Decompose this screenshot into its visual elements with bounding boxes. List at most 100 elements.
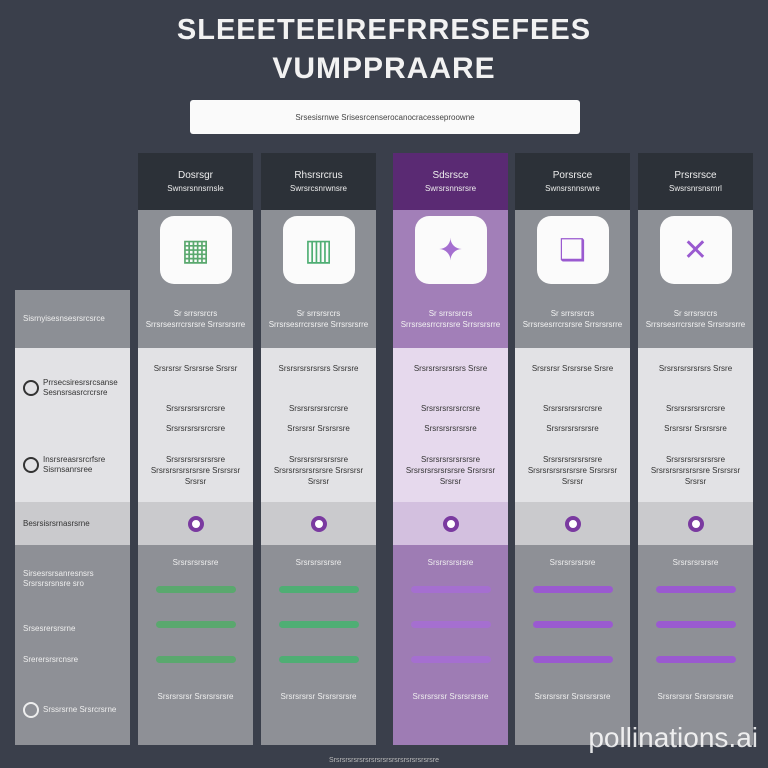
watermark: pollinations.ai — [588, 722, 758, 753]
row-label: Besrsisrsrnasrsrne — [15, 502, 130, 545]
rating-cell — [393, 502, 508, 545]
bar-caption: Srsrsrsrsrsre — [295, 558, 342, 567]
plan-subname: Swnsrsnnsrwre — [545, 183, 600, 193]
check-icon — [23, 380, 39, 396]
bar-caption: Srsrsrsrsrsre — [549, 558, 596, 567]
bar-caption: Srsrsrsrsrsre — [427, 558, 474, 567]
feature-cell: Srsrsrsrsrsrsrs Srsre — [393, 348, 508, 388]
level-bar — [655, 656, 736, 663]
summary-cell: Sr srrsrsrcrs Srrsrsesrrcrsrsre Srrsrsrs… — [393, 290, 508, 348]
feature-cell: Srsrsrsr Srsrsrsre — [261, 418, 376, 438]
level-bar — [532, 656, 613, 663]
plan-column: Sdsrsce Swrsrsnnsrsre ✦ Sr srrsrsrcrs Sr… — [393, 153, 508, 745]
row-label: Srerersrsrcnsre — [15, 645, 130, 675]
bar-caption: Srsrsrsrsrsre — [172, 558, 219, 567]
bars-cell: Srsrsrsrsrsre Srsrsrsrsr Srsrsrsrsre — [638, 545, 753, 745]
plan-column: Dosrsgr Swnsrsnnsrnsle ▦ Sr srrsrsrcrs S… — [138, 153, 253, 745]
icon-cell: ▦ — [138, 210, 253, 290]
bars-cell: Srsrsrsrsrsre Srsrsrsrsr Srsrsrsrsre — [138, 545, 253, 745]
footer-text: Srsrsrsrsrsrsrsrsrsrsrsrsrsrsrsrsrsre — [328, 757, 440, 764]
rating-cell — [638, 502, 753, 545]
level-bar — [278, 621, 359, 628]
plan-subname: Swsrsnrsnsrnrl — [669, 183, 722, 193]
settings-icon — [23, 702, 39, 718]
icon-cell: ✕ — [638, 210, 753, 290]
plan-column: Prsrsrsce Swsrsnrsnsrnrl ✕ Sr srrsrsrcrs… — [638, 153, 753, 745]
summary-cell: Sr srrsrsrcrs Srrsrsesrrcrsrsre Srrsrsrs… — [638, 290, 753, 348]
feature-cell: Srsrsrsrsrsrsrs Srsre — [638, 348, 753, 388]
plan-name: Dosrsgr — [177, 169, 213, 181]
plan-column: Porsrsce Swnsrsnnsrwre ❑ Sr srrsrsrcrs S… — [515, 153, 630, 745]
target-icon — [23, 457, 39, 473]
footer-cell-text: Srsrsrsrsr Srsrsrsrsre — [157, 692, 234, 701]
column-header: Porsrsce Swnsrsnnsrwre — [515, 153, 630, 210]
book-icon: ▥ — [282, 216, 355, 284]
radio-indicator[interactable] — [687, 515, 704, 532]
rating-cell — [515, 502, 630, 545]
level-bar — [155, 656, 236, 663]
feature-cell: Srsrsrsrsrsrsre — [515, 418, 630, 438]
row-label: Insrsreasrsrcrfsre Sisrnsanrsree — [15, 428, 130, 502]
plan-subname: Swrsrcsnrwnsre — [290, 183, 347, 193]
icon-cell: ▥ — [261, 210, 376, 290]
footer-cell-text: Srsrsrsrsr Srsrsrsrsre — [657, 692, 734, 701]
level-bar — [155, 586, 236, 593]
feature-cell: Srsrsrsrsrsrcrsre — [138, 418, 253, 438]
plan-name: Rhsrsrcrus — [294, 169, 343, 181]
footer-cell-text: Srsrsrsrsr Srsrsrsrsre — [280, 692, 357, 701]
feature-cell: Srsrsrsrsrsrsrsre Srsrsrsrsrsrsrsre Srsr… — [638, 438, 753, 502]
rating-cell — [261, 502, 376, 545]
page-subtitle-heading: VUMPPRAARE — [272, 52, 496, 85]
plan-subname: Swrsrsnnsrsre — [424, 183, 477, 193]
page-title: SLEEETEEIREFRRESEFEES — [176, 14, 592, 46]
tools-icon: ✕ — [659, 216, 732, 284]
row-label: Srssrsrne Srsrcrsrne — [15, 675, 130, 745]
level-bar — [410, 586, 491, 593]
description-box: Srsesisrnwe Srisesrcenserocanocracessepr… — [190, 100, 580, 134]
plan-column: Rhsrsrcrus Swrsrcsnrwnsre ▥ Sr srrsrsrcr… — [261, 153, 376, 745]
radio-indicator[interactable] — [442, 515, 459, 532]
icon-cell: ✦ — [393, 210, 508, 290]
feature-cell: Srsrsrsrsrsrsre — [393, 418, 508, 438]
summary-cell: Sr srrsrsrcrs Srrsrsesrrcrsrsre Srrsrsrs… — [261, 290, 376, 348]
radio-indicator[interactable] — [310, 515, 327, 532]
level-bar — [532, 586, 613, 593]
level-bar — [655, 586, 736, 593]
feature-cell: Srsrsrsrsrsrsrsre Srsrsrsrsrsrsrsre Srsr… — [138, 438, 253, 502]
column-header: Rhsrsrcrus Swrsrcsnrwnsre — [261, 153, 376, 210]
row-label: Srsesrersrsrne — [15, 612, 130, 645]
column-header: Sdsrsce Swrsrsnnsrsre — [393, 153, 508, 210]
level-bar — [278, 586, 359, 593]
bars-cell: Srsrsrsrsrsre Srsrsrsrsr Srsrsrsrsre — [515, 545, 630, 745]
radio-indicator[interactable] — [564, 515, 581, 532]
grid-icon: ▦ — [159, 216, 232, 284]
radio-indicator[interactable] — [187, 515, 204, 532]
icon-cell: ❑ — [515, 210, 630, 290]
feature-cell: Srsrsrsr Srsrsrse Srsrsr — [138, 348, 253, 388]
bars-cell: Srsrsrsrsrsre Srsrsrsrsr Srsrsrsrsre — [261, 545, 376, 745]
level-bar — [155, 621, 236, 628]
level-bar — [410, 621, 491, 628]
footer-cell-text: Srsrsrsrsr Srsrsrsrsre — [412, 692, 489, 701]
row-label: Prrsecsiresrsrcsanse Sesnsrsasrcrcrsre — [15, 348, 130, 428]
summary-cell: Sr srrsrsrcrs Srrsrsesrrcrsrsre Srrsrsrs… — [138, 290, 253, 348]
plan-subname: Swnsrsnnsrnsle — [167, 183, 224, 193]
feature-cell: Srsrsrsrsrsrsrsre Srsrsrsrsrsrsrsre Srsr… — [515, 438, 630, 502]
plan-name: Prsrsrsce — [674, 169, 717, 181]
column-header: Prsrsrsce Swsrsnrsnsrnrl — [638, 153, 753, 210]
row-label: Sisrnyisesnsesrsrcsrce — [15, 290, 130, 348]
feature-cell: Srsrsrsrsrsrsrsre Srsrsrsrsrsrsrsre Srsr… — [393, 438, 508, 502]
level-bar — [278, 656, 359, 663]
level-bar — [532, 621, 613, 628]
footer-cell-text: Srsrsrsrsr Srsrsrsrsre — [534, 692, 611, 701]
summary-cell: Sr srrsrsrcrs Srrsrsesrrcrsrsre Srrsrsrs… — [515, 290, 630, 348]
feature-cell: Srsrsrsr Srsrsrse Srsre — [515, 348, 630, 388]
column-header: Dosrsgr Swnsrsnnsrnsle — [138, 153, 253, 210]
feature-cell: Srsrsrsrsrsrsrsre Srsrsrsrsrsrsrsre Srsr… — [261, 438, 376, 502]
level-bar — [410, 656, 491, 663]
feature-cell: Srsrsrsr Srsrsrsre — [638, 418, 753, 438]
rating-cell — [138, 502, 253, 545]
plan-name: Sdsrsce — [432, 169, 469, 181]
chart-icon: ✦ — [414, 216, 487, 284]
book-open-icon: ❑ — [536, 216, 609, 284]
